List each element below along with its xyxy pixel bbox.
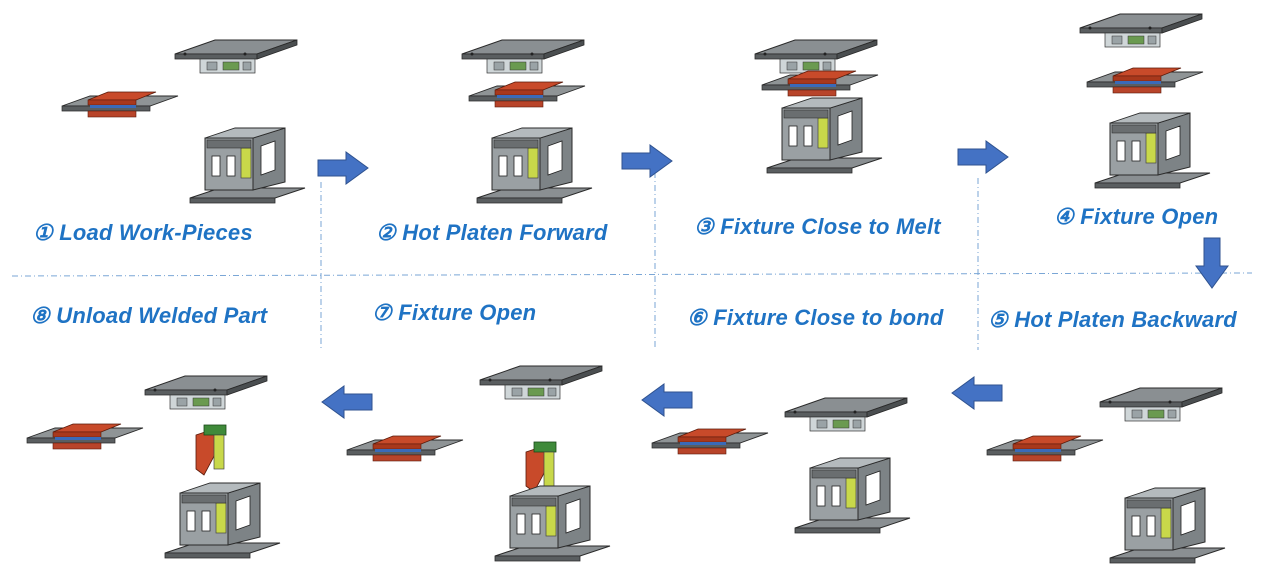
block-arrow-icon-4-5 <box>1196 238 1228 288</box>
step-label-1: ① Load Work-Pieces <box>33 220 253 246</box>
step-label-2: ② Hot Platen Forward <box>376 220 608 246</box>
step-label-3: ③ Fixture Close to Melt <box>694 214 941 240</box>
block-arrow-icon-3-4 <box>958 141 1008 173</box>
step-label-7: ⑦ Fixture Open <box>372 300 536 326</box>
step-label-5: ⑤ Hot Platen Backward <box>988 307 1237 333</box>
machine-step-8 <box>27 376 280 558</box>
block-arrow-icon-5-6 <box>952 377 1002 409</box>
machine-step-1 <box>62 40 305 203</box>
machine-step-2 <box>462 40 592 203</box>
step-label-6: ⑥ Fixture Close to bond <box>687 305 944 331</box>
step-label-8: ⑧ Unload Welded Part <box>30 303 267 329</box>
machine-step-7 <box>316 350 626 580</box>
machine-step-4 <box>1080 14 1210 188</box>
machine-step-3 <box>755 40 882 173</box>
machine-step-5 <box>987 388 1225 563</box>
step-label-4: ④ Fixture Open <box>1054 204 1218 230</box>
block-arrow-icon-1-2 <box>318 152 368 184</box>
block-arrow-icon-2-3 <box>622 145 672 177</box>
